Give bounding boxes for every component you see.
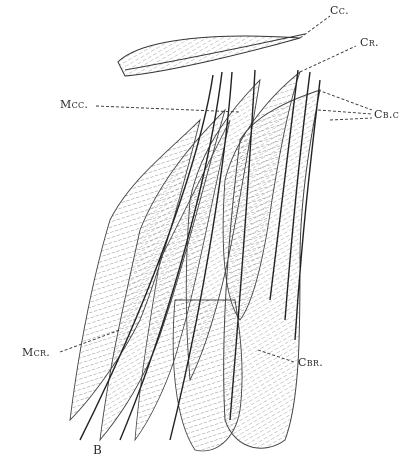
figure-letter: B bbox=[93, 443, 102, 457]
label-cc: Cc. bbox=[330, 4, 349, 17]
label-mcr: Mcr. bbox=[22, 346, 50, 359]
label-cbc: Cb.c bbox=[374, 108, 399, 121]
label-mcc: Mcc. bbox=[60, 98, 88, 111]
label-cbr: Cbr. bbox=[298, 356, 323, 369]
label-cr: Cr. bbox=[360, 36, 379, 49]
upper-covert-feather bbox=[118, 34, 305, 76]
